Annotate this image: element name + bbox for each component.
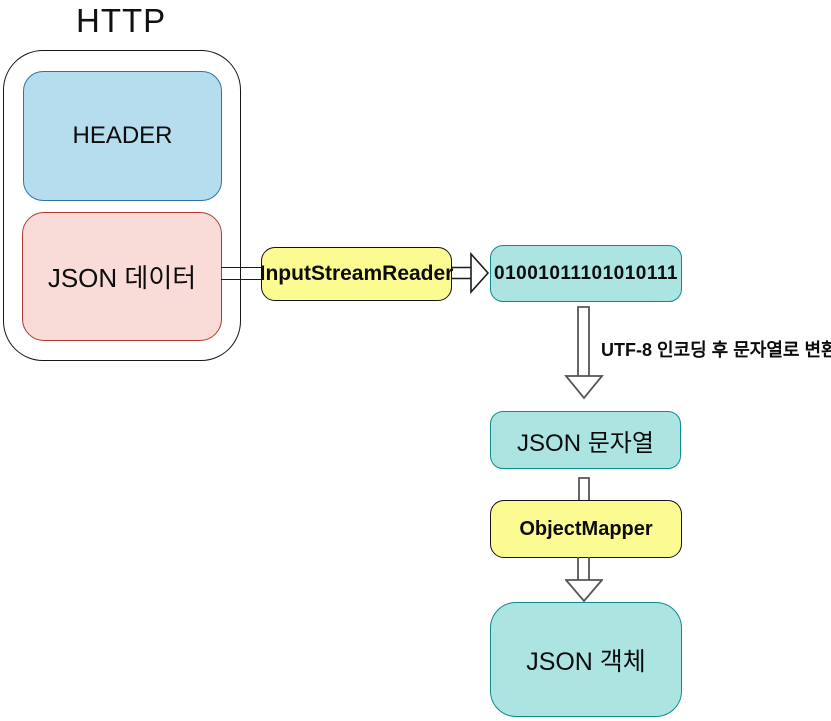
arrow-down-icon [564, 306, 604, 400]
json-data-box-label: JSON 데이터 [47, 263, 197, 293]
object-mapper-box: ObjectMapper [490, 500, 682, 558]
http-container: HEADER JSON 데이터 [3, 50, 241, 361]
json-string-box: JSON 문자열 [490, 411, 681, 469]
diagram-title: HTTP [76, 2, 167, 39]
json-string-label: JSON 문자열 [517, 429, 654, 457]
arrow-down-icon [565, 557, 603, 602]
connector-jsonstring-to-mapper [578, 477, 590, 501]
object-mapper-label: ObjectMapper [519, 517, 653, 540]
binary-stream-label: 01001011101010111 [494, 262, 678, 284]
utf8-encoding-note: UTF-8 인코딩 후 문자열로 변환 [601, 340, 831, 360]
input-stream-reader-box: InputStreamReader [259, 247, 454, 301]
json-object-label: JSON 객체 [526, 647, 646, 676]
header-box-label: HEADER [72, 122, 173, 149]
input-stream-reader-label: InputStreamReader [259, 262, 454, 285]
json-data-box: JSON 데이터 [22, 212, 222, 341]
connector-jsondata-to-reader [221, 267, 261, 280]
binary-stream-box: 01001011101010111 [490, 245, 682, 302]
header-box: HEADER [23, 71, 222, 201]
arrow-right-icon [452, 251, 490, 295]
json-object-box: JSON 객체 [490, 602, 682, 717]
